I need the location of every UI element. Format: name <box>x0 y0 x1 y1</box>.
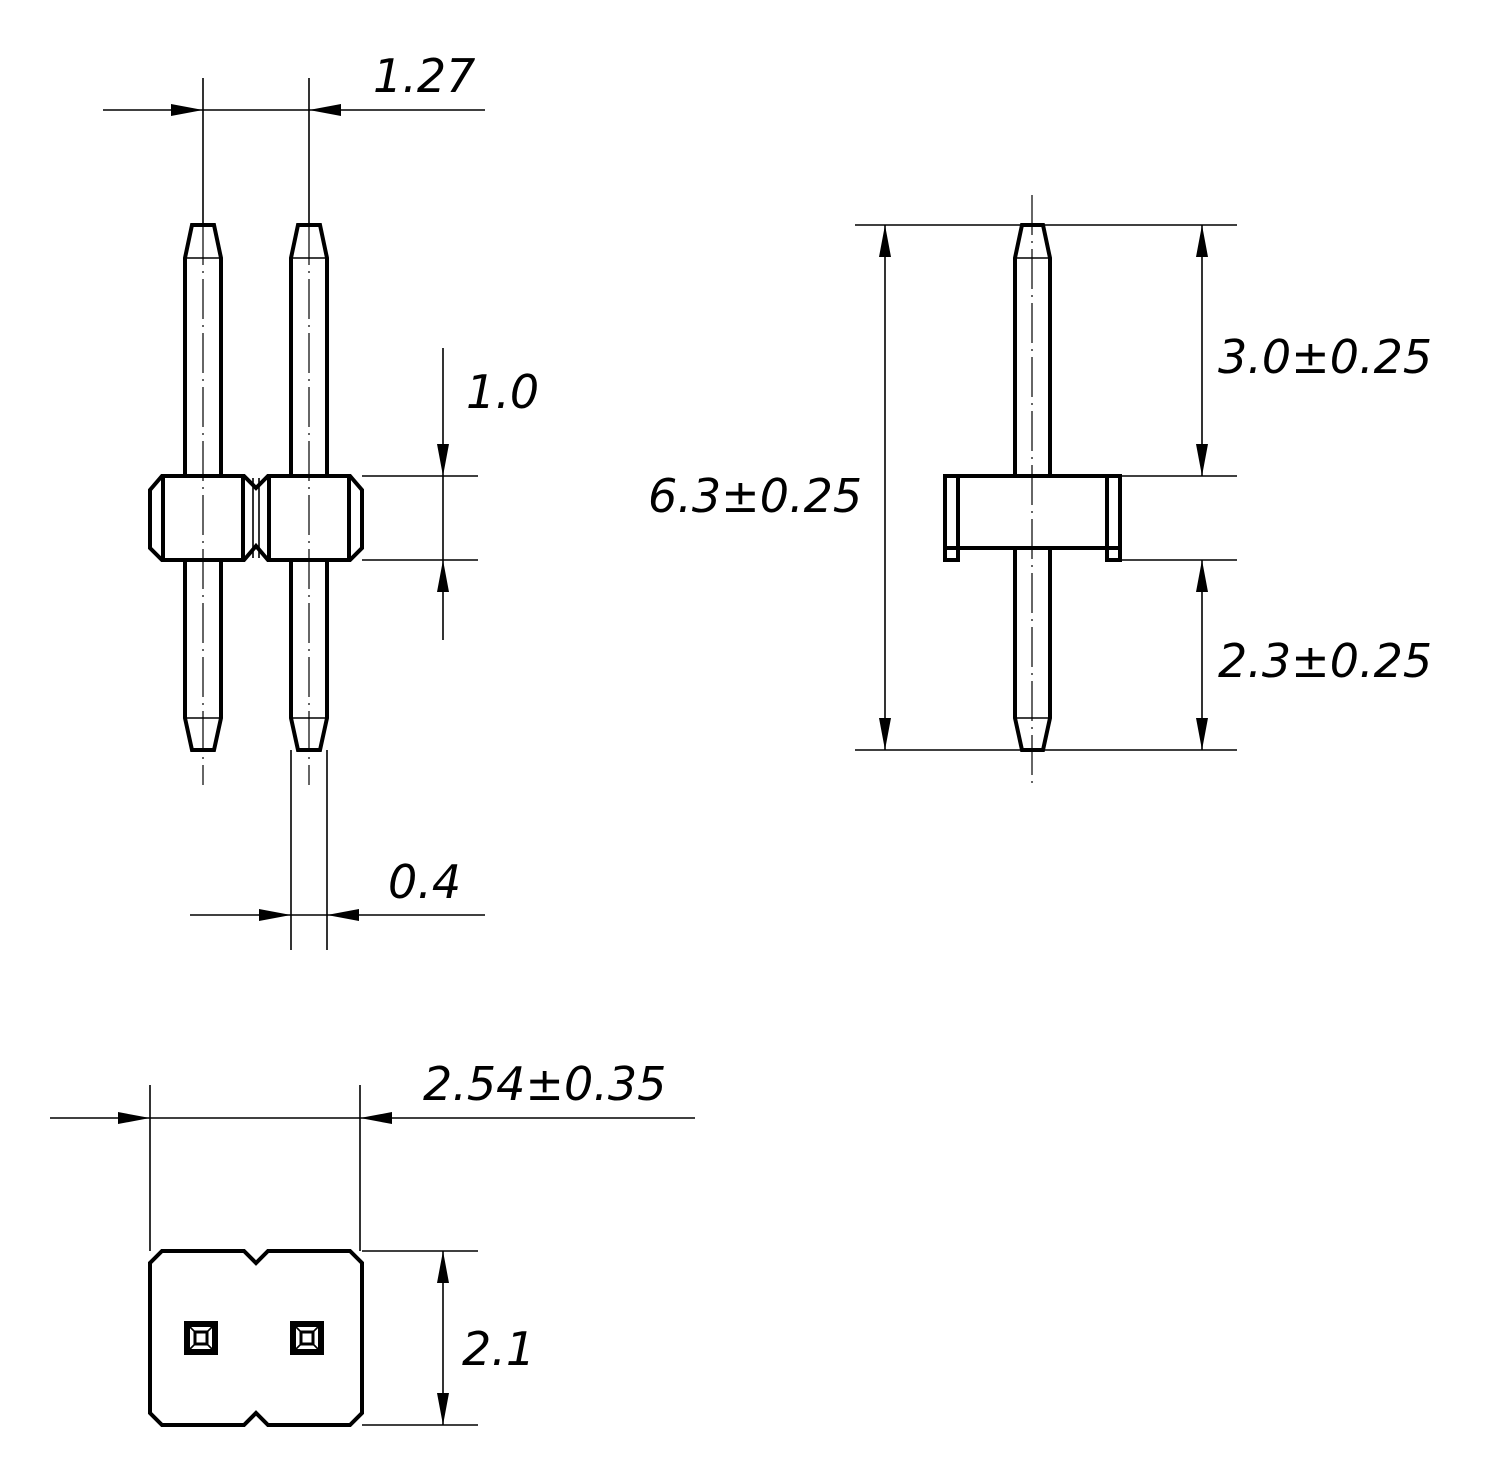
dim-housing-height: 1.0 <box>466 365 539 419</box>
dim-pin-width: 0.4 <box>388 855 461 909</box>
dim-lower-pin: 2.3±0.25 <box>1218 634 1432 688</box>
housing-top <box>148 1249 364 1427</box>
dim-overall-length: 6.3±0.25 <box>648 469 862 523</box>
dim-housing-length: 2.54±0.35 <box>423 1057 666 1111</box>
side-view: 6.3±0.25 3.0±0.25 2.3±0.25 <box>648 195 1432 785</box>
pin-square-right <box>290 1321 324 1355</box>
front-view: 1.27 1.0 0.4 <box>103 49 539 950</box>
pin-square-left <box>184 1321 218 1355</box>
dim-housing-width: 2.1 <box>462 1322 535 1376</box>
housing-front <box>148 474 364 562</box>
top-view: 2.54±0.35 2.1 <box>50 1057 695 1427</box>
dim-upper-pin: 3.0±0.25 <box>1218 330 1432 384</box>
dim-pitch: 1.27 <box>373 49 475 103</box>
